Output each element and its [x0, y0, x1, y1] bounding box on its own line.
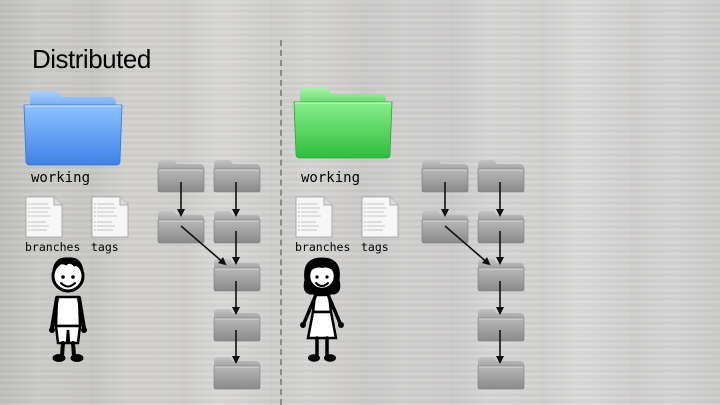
folder-icon	[213, 159, 261, 193]
branches-document-icon	[25, 196, 63, 238]
girl-icon	[300, 257, 344, 362]
folder-icon	[477, 308, 525, 342]
right-tags-label: tags	[361, 240, 389, 254]
arrow	[444, 225, 491, 266]
branches-document-icon	[295, 196, 333, 238]
right-branches-label: branches	[295, 240, 351, 254]
left-arrows	[177, 182, 240, 364]
folder-icon	[477, 356, 525, 390]
tags-document-icon	[361, 196, 399, 238]
folder-icon	[213, 258, 261, 292]
right-repo-folders	[421, 159, 525, 390]
right-working-label: working	[301, 170, 361, 186]
working-folder-icon	[23, 91, 123, 166]
left-branches-label: branches	[25, 240, 81, 254]
left-repo-folders	[157, 159, 261, 390]
folder-icon	[213, 210, 261, 244]
working-folder-icon	[293, 88, 393, 159]
folder-icon	[477, 210, 525, 244]
right-arrows	[441, 182, 504, 364]
folder-icon	[477, 159, 525, 193]
divider-line	[280, 40, 282, 405]
folder-icon	[477, 258, 525, 292]
folder-icon	[213, 356, 261, 390]
boy-icon	[49, 257, 87, 362]
slide-title: Distributed	[32, 44, 151, 74]
arrow	[180, 225, 227, 266]
folder-icon	[213, 308, 261, 342]
tags-document-icon	[91, 196, 129, 238]
left-working-label: working	[31, 170, 91, 186]
left-tags-label: tags	[91, 240, 119, 254]
